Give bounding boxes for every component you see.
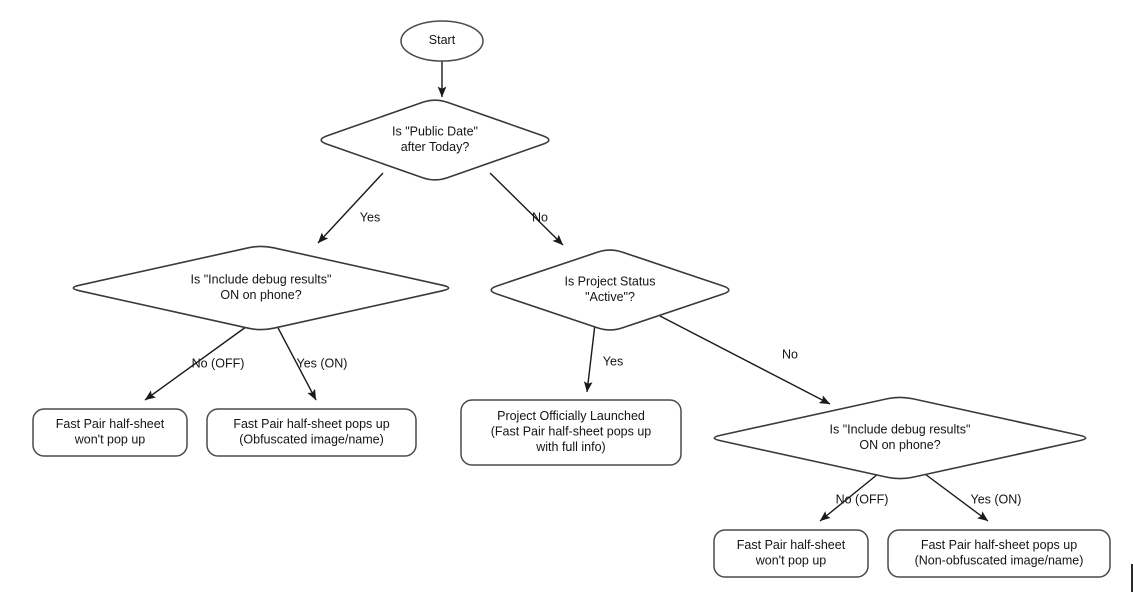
text-line: Is "Include debug results" [830, 423, 971, 437]
terminator-shape [32, 408, 188, 457]
node-out_left_off[interactable] [32, 408, 188, 457]
decision-diamond-shape [713, 396, 1087, 480]
text-line: Is "Public Date" [392, 125, 478, 139]
node-label-start: Start [429, 33, 456, 47]
node-label-out_right_off: Fast Pair half-sheet won't pop up [737, 538, 846, 568]
node-out_right_off[interactable] [713, 529, 869, 578]
node-label-project_status: Is Project Status"Active"? [564, 275, 655, 305]
edge-line [924, 473, 989, 522]
node-public_date[interactable] [320, 99, 550, 181]
text-line: (Fast Pair half-sheet pops up [491, 425, 652, 439]
edge-label-e_pd_no: No [532, 210, 548, 224]
node-launched[interactable] [460, 399, 682, 466]
edge-label-e_dr_off: No (OFF) [836, 492, 889, 506]
node-label-out_left_off: Fast Pair half-sheet won't pop up [56, 417, 165, 447]
text-line: after Today? [401, 140, 470, 154]
edge-label-e_dr_on: Yes (ON) [971, 492, 1022, 506]
text-line: Fast Pair half-sheet [56, 417, 165, 431]
text-line: Fast Pair half-sheet pops up [233, 417, 389, 431]
edge-line [819, 473, 879, 522]
edge-debug_right-to-out_right_off [819, 473, 879, 522]
edge-label-e_dl_on: Yes (ON) [297, 356, 348, 370]
text-line: Fast Pair half-sheet [737, 538, 846, 552]
node-label-debug_left: Is "Include debug results"ON on phone? [191, 273, 332, 303]
text-line: (Obfuscated image/name) [239, 433, 384, 447]
terminator-shape [713, 529, 869, 578]
text-line: (Non-obfuscated image/name) [915, 554, 1084, 568]
decision-diamond-shape [490, 249, 730, 331]
node-debug_right[interactable] [713, 396, 1087, 480]
node-project_status[interactable] [490, 249, 730, 331]
text-line: with full info) [535, 440, 605, 454]
text-line: "Active"? [585, 290, 635, 304]
node-out_left_on[interactable] [206, 408, 417, 457]
text-line: Is Project Status [564, 275, 655, 289]
node-label-launched: Project Officially Launched (Fast Pair ha… [491, 409, 652, 454]
text-line: ON on phone? [220, 288, 301, 302]
edge-line [489, 172, 564, 246]
node-start[interactable] [400, 20, 484, 62]
edge-project_status-to-debug_right [659, 315, 831, 405]
edge-layer [144, 61, 989, 522]
text-line: won't pop up [74, 433, 146, 447]
text-line: Fast Pair half-sheet pops up [921, 538, 1077, 552]
edge-project_status-to-launched [583, 323, 596, 393]
edge-line [317, 172, 384, 244]
node-label-out_left_on: Fast Pair half-sheet pops up (Obfuscated … [233, 417, 389, 447]
text-line: ON on phone? [859, 438, 940, 452]
edge-debug_left-to-out_left_on [275, 323, 317, 401]
edge-line [144, 323, 251, 401]
node-out_right_on[interactable] [887, 529, 1111, 578]
text-line: Project Officially Launched [497, 409, 645, 423]
edge-label-e_ps_yes: Yes [603, 354, 623, 368]
terminator-shape [460, 399, 682, 466]
text-line: Start [429, 33, 456, 47]
edge-public_date-to-project_status [489, 172, 564, 246]
edge-line [275, 323, 317, 401]
node-label-public_date: Is "Public Date"after Today? [392, 125, 478, 155]
page-edge-mark [1131, 564, 1133, 592]
terminator-shape [206, 408, 417, 457]
edge-debug_left-to-out_left_off [144, 323, 251, 401]
edge-public_date-to-debug_left [317, 172, 384, 244]
decision-diamond-shape [320, 99, 550, 181]
edge-line [583, 323, 596, 393]
node-label-debug_right: Is "Include debug results"ON on phone? [830, 423, 971, 453]
node-layer [32, 20, 1111, 578]
edge-label-e_dl_off: No (OFF) [192, 356, 245, 370]
terminator-shape [887, 529, 1111, 578]
text-line: won't pop up [755, 554, 827, 568]
start-ellipse-shape [400, 20, 484, 62]
edge-line [659, 315, 831, 405]
edge-debug_right-to-out_right_on [924, 473, 989, 522]
text-line: Is "Include debug results" [191, 273, 332, 287]
decision-diamond-shape [72, 245, 450, 331]
edge-label-e_pd_yes: Yes [360, 210, 380, 224]
edge-label-e_ps_no: No [782, 347, 798, 361]
node-label-out_right_on: Fast Pair half-sheet pops up (Non-obfusca… [915, 538, 1084, 568]
node-debug_left[interactable] [72, 245, 450, 331]
